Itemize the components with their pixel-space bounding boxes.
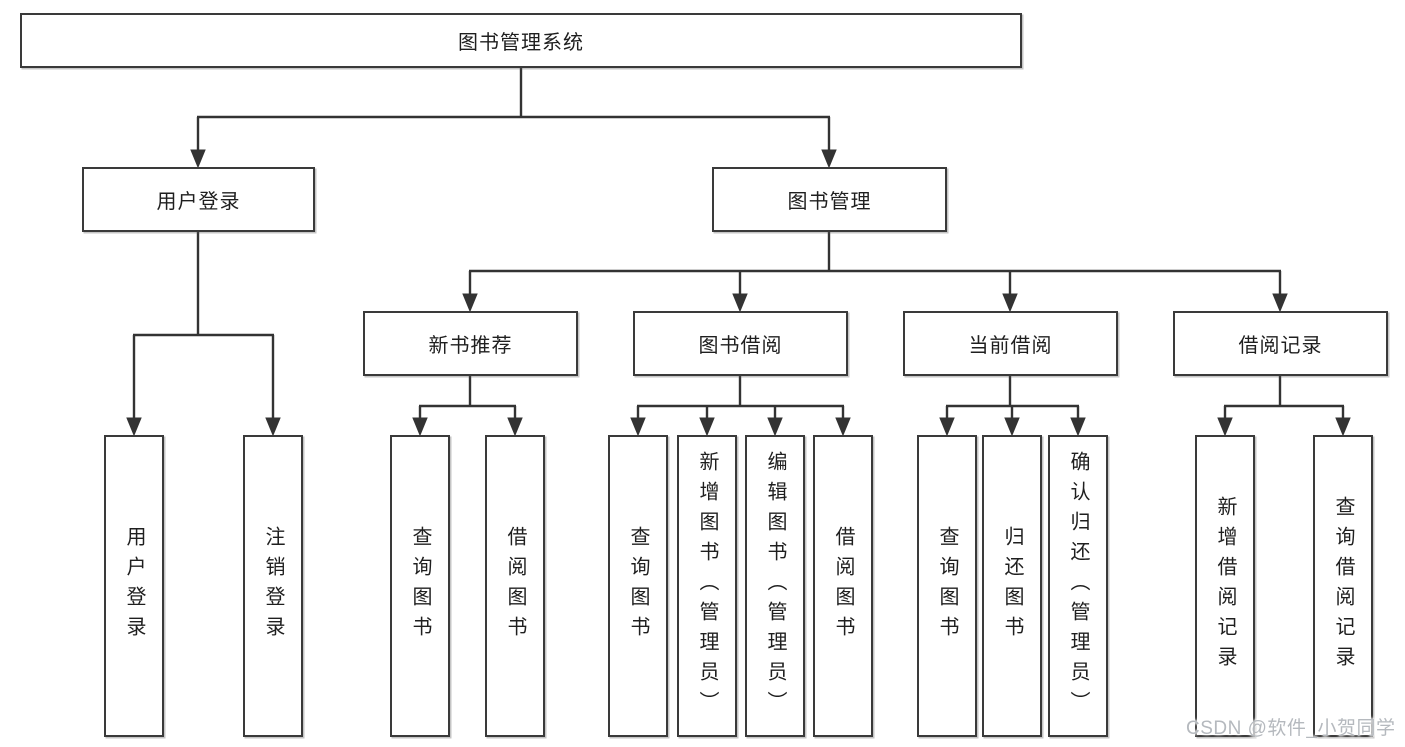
- leaf-confirm-return-admin-label: 确认归还（管理员）: [1067, 451, 1089, 721]
- leaf-recommend-borrow-books-label: 借阅图书: [504, 526, 526, 646]
- leaf-query-borrow-record-label: 查询借阅记录: [1332, 496, 1354, 676]
- leaf-current-query-books-label: 查询图书: [936, 526, 958, 646]
- node-current-borrow: 当前借阅: [903, 311, 1118, 376]
- leaf-recommend-query-books: 查询图书: [390, 435, 450, 737]
- leaf-logout-label: 注销登录: [262, 526, 284, 646]
- leaf-return-books: 归还图书: [982, 435, 1042, 737]
- leaf-edit-book-admin-label: 编辑图书（管理员）: [764, 451, 786, 721]
- leaf-recommend-query-books-label: 查询图书: [409, 526, 431, 646]
- connector-new-book-children: [412, 376, 523, 437]
- leaf-return-books-label: 归还图书: [1001, 526, 1023, 646]
- leaf-borrow-books-label: 借阅图书: [832, 526, 854, 646]
- node-borrow-records-label: 借阅记录: [1238, 335, 1323, 357]
- node-user-login-label: 用户登录: [156, 191, 241, 213]
- leaf-user-login: 用户登录: [104, 435, 164, 737]
- node-root-system-label: 图书管理系统: [458, 32, 584, 54]
- leaf-borrow-query-books-label: 查询图书: [627, 526, 649, 646]
- connector-borrow-records-children: [1217, 376, 1351, 437]
- node-book-management: 图书管理: [712, 167, 947, 232]
- node-new-book-recommend: 新书推荐: [363, 311, 578, 376]
- node-current-borrow-label: 当前借阅: [968, 335, 1053, 357]
- leaf-logout: 注销登录: [243, 435, 303, 737]
- csdn-watermark: CSDN @软件_小贺同学: [1186, 718, 1396, 739]
- leaf-borrow-query-books: 查询图书: [608, 435, 668, 737]
- leaf-add-book-admin: 新增图书（管理员）: [677, 435, 737, 737]
- leaf-user-login-label: 用户登录: [123, 526, 145, 646]
- node-new-book-recommend-label: 新书推荐: [428, 335, 513, 357]
- node-book-borrow-label: 图书借阅: [698, 335, 783, 357]
- leaf-add-borrow-record-label: 新增借阅记录: [1214, 496, 1236, 676]
- connector-book-borrow-children: [630, 376, 851, 437]
- leaf-confirm-return-admin: 确认归还（管理员）: [1048, 435, 1108, 737]
- leaf-current-query-books: 查询图书: [917, 435, 977, 737]
- node-book-borrow: 图书借阅: [633, 311, 848, 376]
- leaf-edit-book-admin: 编辑图书（管理员）: [745, 435, 805, 737]
- leaf-recommend-borrow-books: 借阅图书: [485, 435, 545, 737]
- connector-current-borrow-children: [939, 376, 1086, 437]
- leaf-borrow-books: 借阅图书: [813, 435, 873, 737]
- leaf-add-book-admin-label: 新增图书（管理员）: [696, 451, 718, 721]
- leaf-add-borrow-record: 新增借阅记录: [1195, 435, 1255, 737]
- leaf-query-borrow-record: 查询借阅记录: [1313, 435, 1373, 737]
- node-user-login: 用户登录: [82, 167, 315, 232]
- node-book-management-label: 图书管理: [787, 191, 872, 213]
- connector-user-login-children: [126, 232, 281, 437]
- node-root-system: 图书管理系统: [20, 13, 1022, 68]
- node-borrow-records: 借阅记录: [1173, 311, 1388, 376]
- connector-root-to-level2: [190, 68, 837, 169]
- connector-book-management-children: [462, 232, 1288, 313]
